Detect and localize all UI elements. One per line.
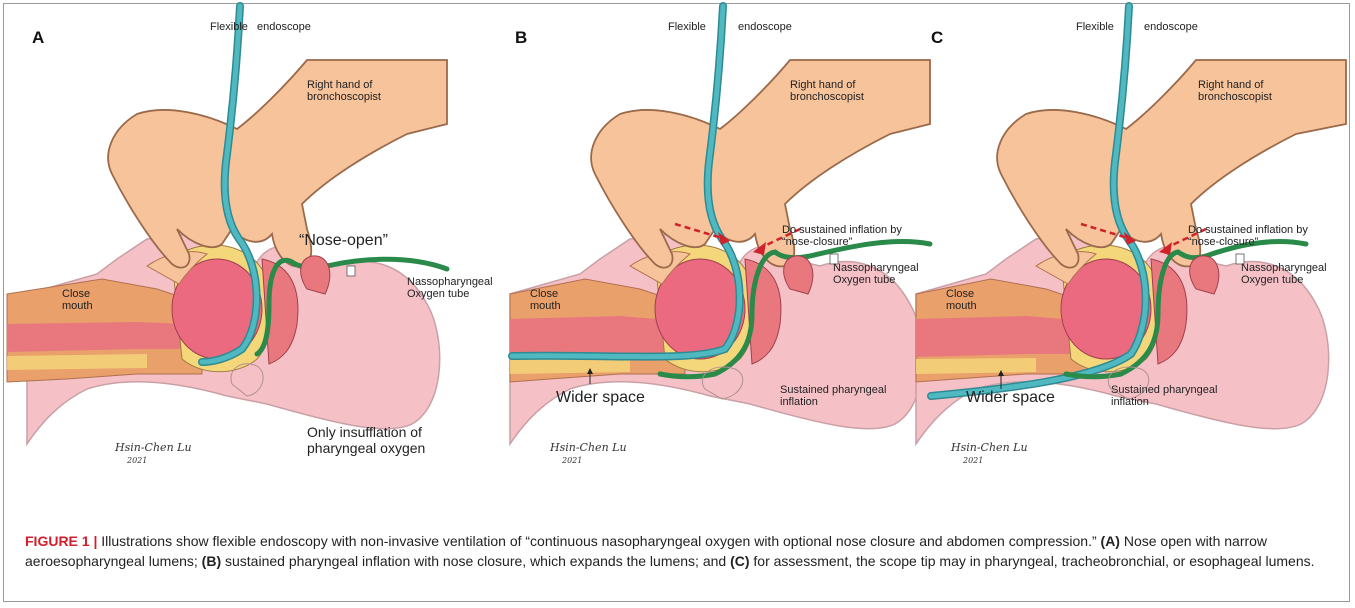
endoscope-label-right: endoscope [1144,21,1198,33]
panel-a: A Flexible endoscope Right hand of bronc… [7,4,447,504]
inflation-label: Do sustained inflation by “nose-closure” [1188,224,1338,248]
caption-text-c: for assessment, the scope tip may in pha… [753,553,1314,569]
panel-letter: C [931,28,943,48]
panel-letter: A [32,28,44,48]
neck-esophagus [7,279,202,382]
mouth-label: Close mouth [62,288,102,312]
figure-frame: A Flexible endoscope Right hand of bronc… [3,3,1350,602]
tube-label: Nassopharyngeal Oxygen tube [833,262,908,286]
caption-ref-b: (B) [202,553,221,569]
signature: Hsin-Chen Lu [115,441,192,454]
caption-ref-c: (C) [730,553,749,569]
wider-space-label: Wider space [556,389,645,407]
panel-c: C Flexible endoscope Right hand of bronc… [906,4,1346,504]
signature: Hsin-Chen Lu [550,441,627,454]
panel-b: B Flexible endoscope Right hand of bronc… [490,4,930,504]
tube-label: Nassopharyngeal Oxygen tube [1241,262,1316,286]
mouth-label: Close mouth [946,288,986,312]
hand-label: Right hand of bronchoscopist [307,79,407,103]
hand-label: Right hand of bronchoscopist [790,79,890,103]
endoscope-label-right: endoscope [257,21,311,33]
endoscope-label-left: Flexible [210,21,248,33]
signature-year: 2021 [127,456,147,465]
panel-letter: B [515,28,527,48]
signature: Hsin-Chen Lu [951,441,1028,454]
figure-caption: FIGURE 1 | Illustrations show flexible e… [25,531,1345,571]
body-label: Sustained pharyngeal inflation [780,384,920,408]
caption-label: FIGURE 1 | [25,533,97,549]
endoscope-label-left: Flexible [668,21,706,33]
caption-text-b: sustained pharyngeal inflation with nose… [225,553,726,569]
signature-year: 2021 [963,456,983,465]
endoscope-label-right: endoscope [738,21,792,33]
nose-open-label: “Nose-open” [299,232,388,250]
body-label: Sustained pharyngeal inflation [1111,384,1251,408]
caption-ref-a: (A) [1101,533,1120,549]
wider-space-label: Wider space [966,389,1055,407]
endoscope-label-left: Flexible [1076,21,1114,33]
signature-year: 2021 [562,456,582,465]
body-label: Only insufflation of pharyngeal oxygen [307,424,457,456]
caption-intro: Illustrations show flexible endoscopy wi… [101,533,1096,549]
tube-label: Nassopharyngeal Oxygen tube [407,276,482,300]
hand-label: Right hand of bronchoscopist [1198,79,1298,103]
mouth-label: Close mouth [530,288,570,312]
